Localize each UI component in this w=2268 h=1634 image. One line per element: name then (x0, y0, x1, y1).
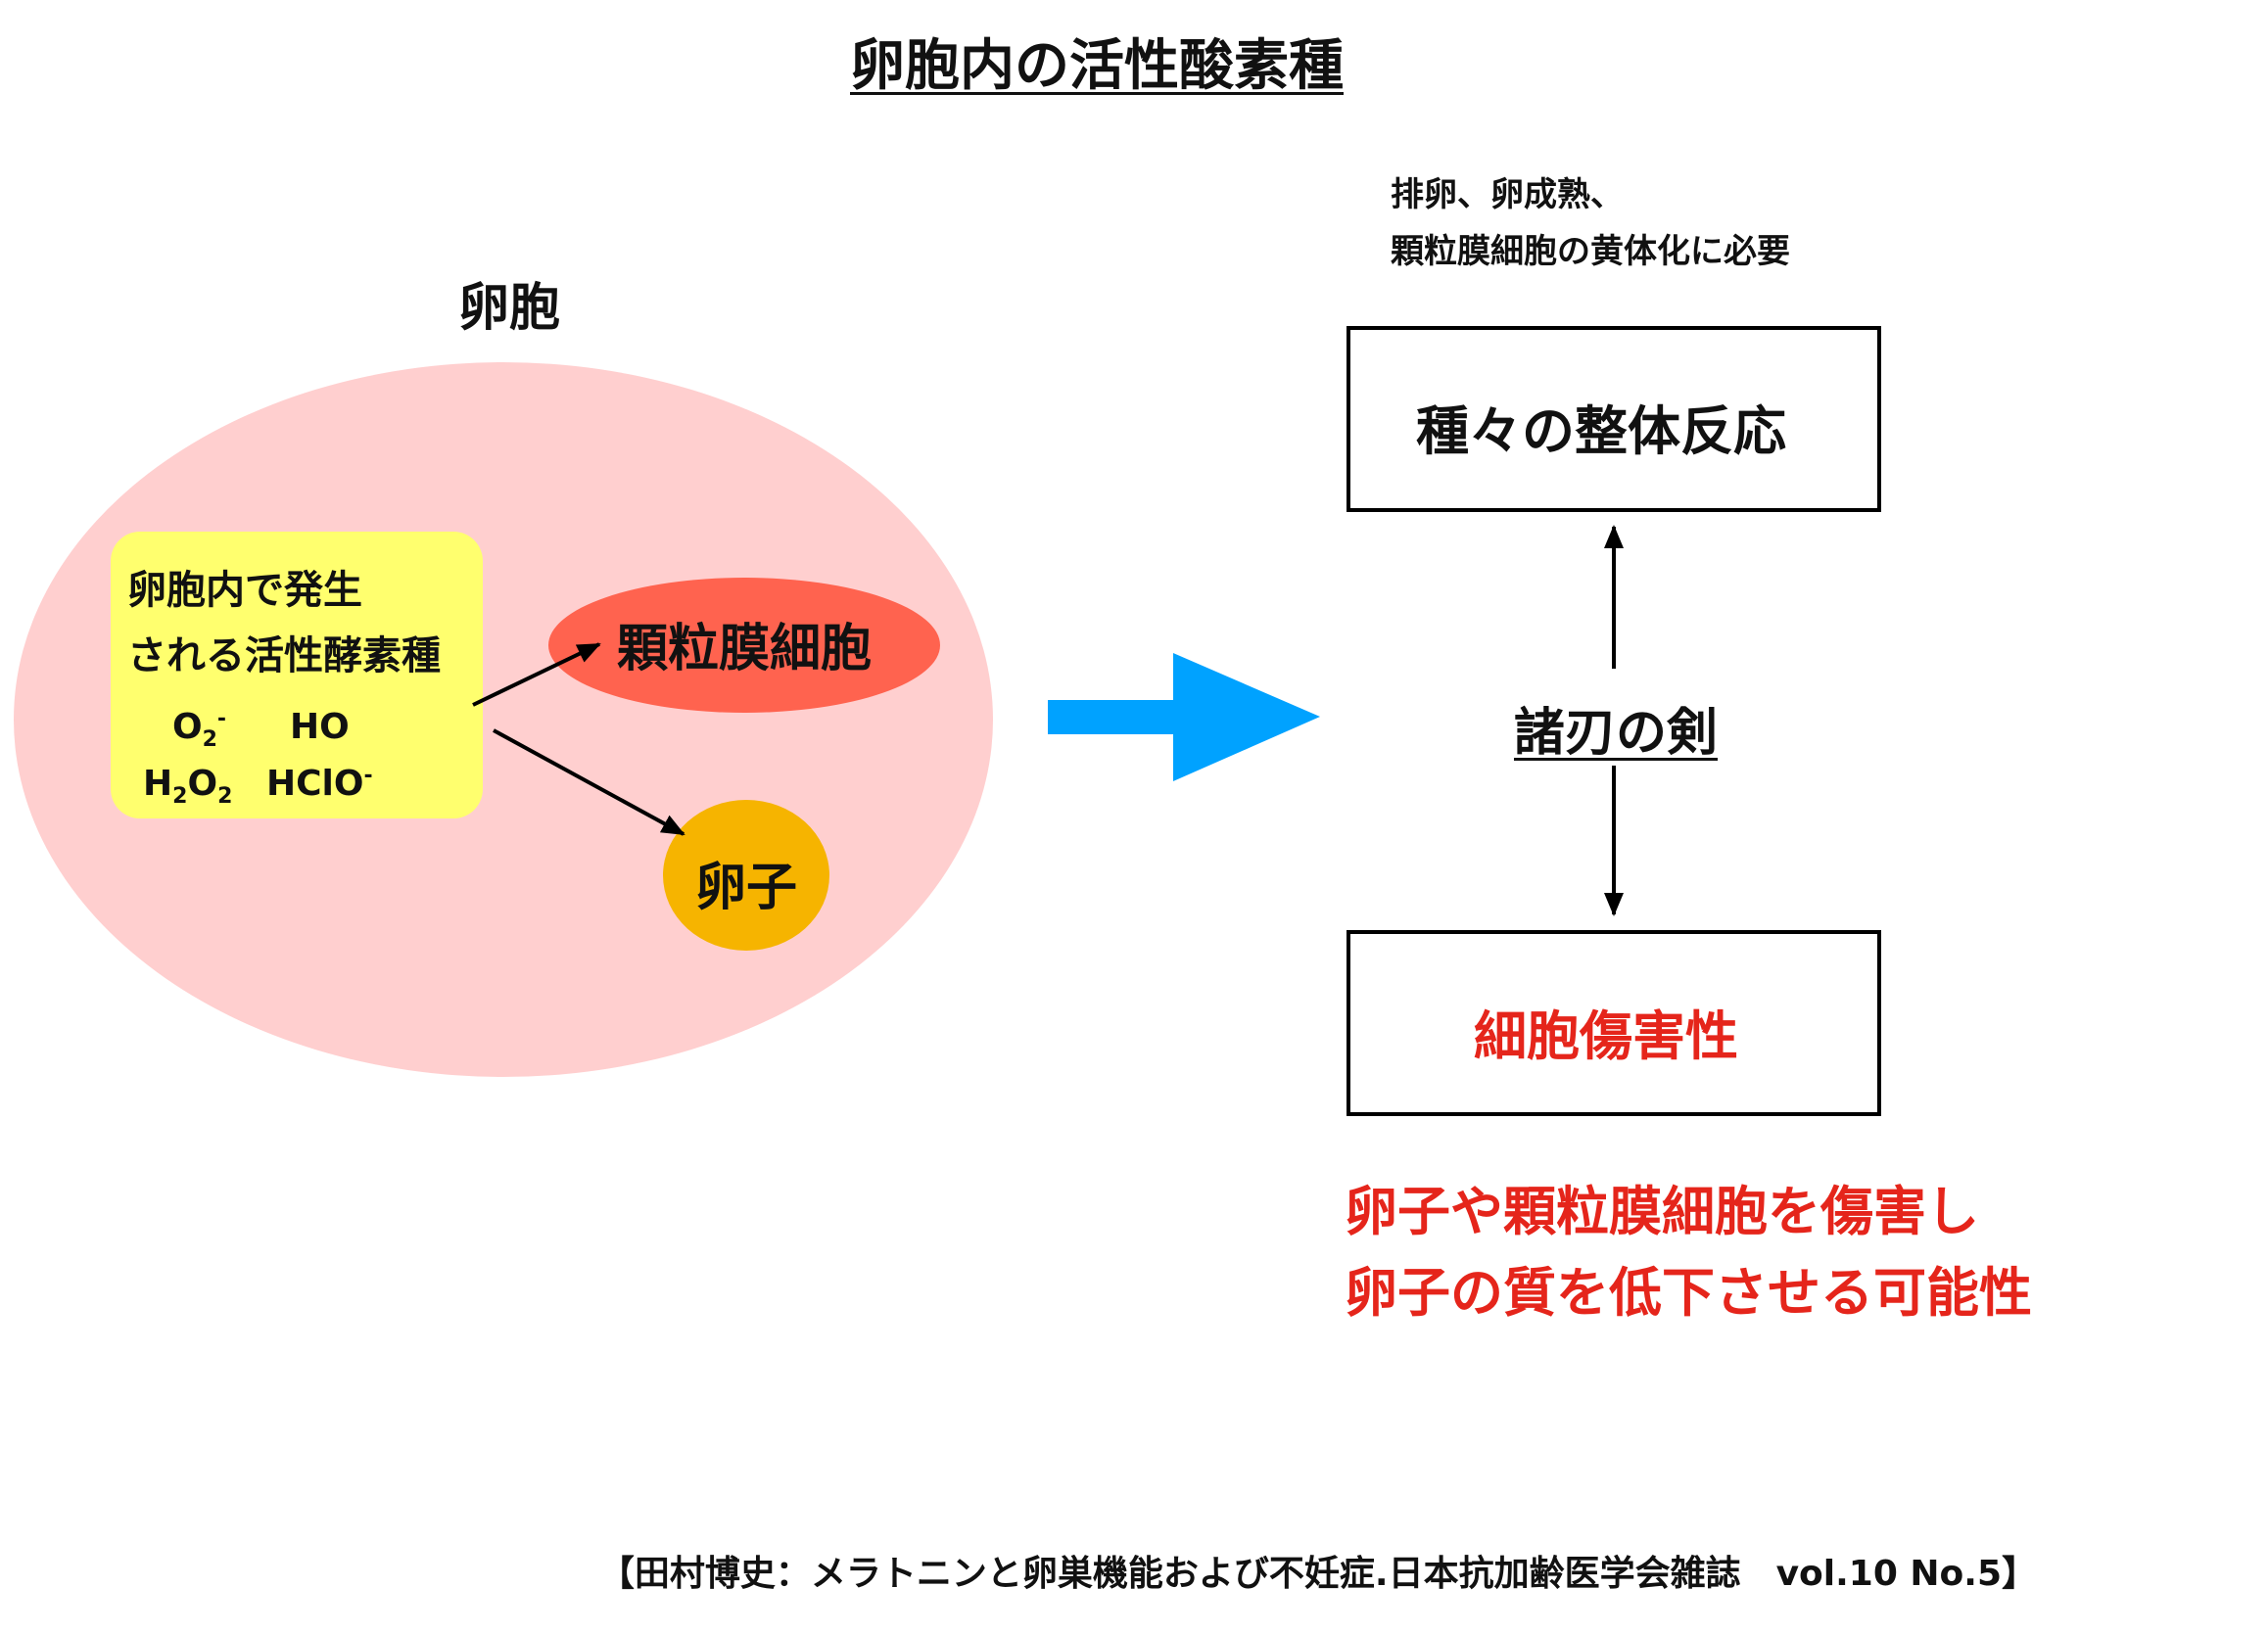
double-edged-sword-label: 諸刃の剣 (1513, 704, 1718, 763)
chem-hypochlorite: HClO- (266, 764, 373, 804)
citation: 【田村博史：メラトニンと卵巣機能および不妊症.日本抗加齢医学会雑誌 vol.10… (598, 1554, 2037, 1594)
oocyte-circle (663, 800, 829, 951)
function-note-line2: 顆粒膜細胞の黄体化に必要 (1391, 232, 1790, 271)
granulosa-cell-ellipse (548, 578, 940, 713)
conclusion-text: 卵子や顆粒膜細胞を傷害し 卵子の質を低下させる可能性 (1345, 1171, 2032, 1333)
oocyte-label: 卵子 (694, 859, 797, 917)
conclusion-line2: 卵子の質を低下させる可能性 (1345, 1262, 2032, 1324)
big-blue-arrow (1048, 653, 1320, 781)
page-title: 卵胞内の活性酸素種 (850, 34, 1344, 98)
physiological-response-label: 種々の整体反応 (1416, 400, 1786, 462)
chem-superoxide: O2- (172, 707, 227, 753)
cytotoxicity-box (1347, 930, 1881, 1116)
ros-box-title-line1: 卵胞内で発生 (127, 568, 362, 613)
function-note-line1: 排卵、卵成熟、 (1391, 175, 1624, 214)
chem-hydroxyl: HO (290, 707, 350, 747)
ros-box (111, 532, 483, 818)
follicle-label: 卵胞 (457, 279, 560, 338)
function-note: 排卵、卵成熟、 顆粒膜細胞の黄体化に必要 (1391, 166, 1790, 280)
conclusion-line1: 卵子や顆粒膜細胞を傷害し (1345, 1181, 1979, 1242)
ros-box-title: 卵胞内で発生 される活性酵素種 (127, 558, 539, 689)
physiological-response-box (1347, 326, 1881, 512)
ros-box-title-line2: される活性酵素種 (127, 633, 441, 678)
chem-hydrogen-peroxide: H2O2 (143, 764, 233, 810)
cytotoxicity-label: 細胞傷害性 (1474, 1005, 1738, 1067)
granulosa-cell-label: 顆粒膜細胞 (616, 620, 872, 678)
